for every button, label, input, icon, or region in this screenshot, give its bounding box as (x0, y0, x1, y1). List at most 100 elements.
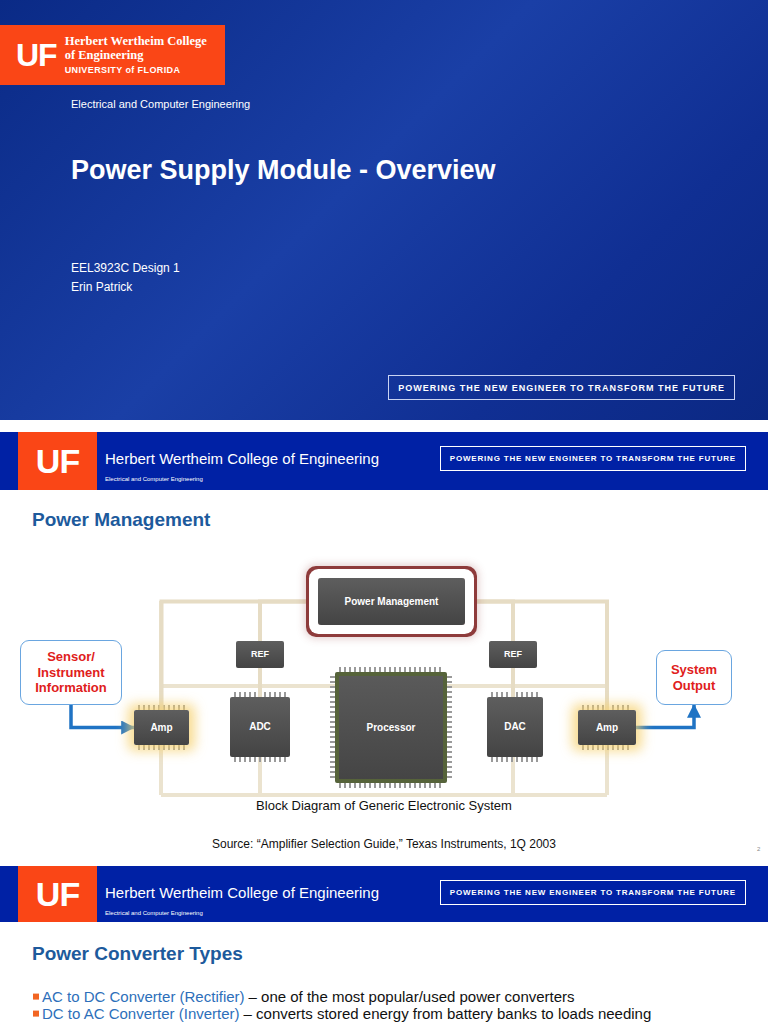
slide-heading: Power Converter Types (32, 943, 243, 965)
chip-pin (612, 745, 614, 750)
input-callout: Sensor/ Instrument Information (20, 640, 122, 705)
chip-pin (447, 766, 452, 768)
chip-pin (447, 771, 452, 773)
power-bus-line (260, 602, 318, 642)
board-traces (161, 601, 607, 795)
chip-pin (359, 783, 361, 788)
chip-pin (407, 625, 409, 630)
node-text: Herbert Wertheim College of Engineering (65, 35, 215, 63)
page-number: 2 (757, 846, 760, 853)
chip-pin (447, 701, 452, 703)
chip-pin (627, 745, 629, 750)
chip-pin (357, 625, 359, 630)
chip-pin (447, 761, 452, 763)
bullet-marker (33, 994, 39, 1000)
chip-pin (143, 745, 145, 750)
chip-pin (531, 757, 533, 762)
chip-pin (511, 757, 513, 762)
node-text: REF (239, 649, 281, 660)
chip-pin (234, 757, 236, 762)
chip-pin (384, 783, 386, 788)
chip-pin (516, 757, 518, 762)
chip-pin (279, 757, 281, 762)
node-text: POWERING THE NEW ENGINEER TO TRANSFORM T… (398, 383, 725, 393)
node-text: Sensor/ Instrument Information (25, 649, 117, 696)
node-text: UF (36, 875, 79, 914)
chip-pin (447, 776, 452, 778)
node-text: DAC (490, 721, 540, 733)
chip-pin (332, 625, 334, 630)
output-callout: System Output (656, 650, 732, 705)
chip-pin (362, 625, 364, 630)
chip-pin (397, 625, 399, 630)
reference-chip: REF (489, 641, 537, 668)
chip-pin (349, 783, 351, 788)
reference-chip: REF (236, 641, 284, 668)
chip-pin (367, 625, 369, 630)
slide-heading: Power Management (32, 509, 210, 531)
university-logo: UFHerbert Wertheim College of Engineerin… (0, 25, 225, 85)
chip-pin (447, 721, 452, 723)
bullet-term: DC to AC Converter (Inverter) (42, 1005, 240, 1022)
chip-pin (269, 757, 271, 762)
chip-pin (447, 726, 452, 728)
chip-pin (422, 625, 424, 630)
chip-pin (602, 745, 604, 750)
department-name: Electrical and Computer Engineering (105, 476, 203, 483)
chip-pin (264, 757, 266, 762)
chip-pin (387, 625, 389, 630)
chip-pin (239, 757, 241, 762)
chip-pin (447, 691, 452, 693)
chip-pin (582, 745, 584, 750)
chip-pin (447, 736, 452, 738)
chip-pin (249, 757, 251, 762)
node-text: POWERING THE NEW ENGINEER TO TRANSFORM T… (450, 454, 736, 463)
chip-pin (501, 757, 503, 762)
chip-pin (168, 745, 170, 750)
chip-pin (447, 746, 452, 748)
chip-pin (427, 625, 429, 630)
chip-pin (414, 783, 416, 788)
node-text: Power Management (321, 596, 462, 608)
chip-pin (597, 745, 599, 750)
chip-pin (442, 625, 444, 630)
chip-pin (447, 706, 452, 708)
uf-logo-mark: UF (18, 432, 97, 490)
course-code: EEL3923C Design 1 (71, 262, 180, 276)
chip-pin (392, 625, 394, 630)
chip-pin (447, 711, 452, 713)
node-text: Processor (342, 722, 440, 734)
source-note: Source: “Amplifier Selection Guide,” Tex… (0, 838, 768, 852)
signal-arrow (636, 705, 694, 728)
chip-pin (163, 745, 165, 750)
chip-pin (354, 783, 356, 788)
department-name: Electrical and Computer Engineering (105, 910, 203, 917)
chip-pin (536, 757, 538, 762)
power-bus-line (511, 668, 515, 697)
node-text: Amp (581, 722, 633, 734)
node-text: REF (492, 649, 534, 660)
chip-pin (284, 757, 286, 762)
chip-pin (447, 756, 452, 758)
figure-caption: Block Diagram of Generic Electronic Syst… (0, 799, 768, 814)
power-management-chip: Power Management (318, 578, 465, 625)
bullet-term: AC to DC Converter (Rectifier) (42, 988, 245, 1005)
chip-pin (153, 745, 155, 750)
chip-pin (457, 625, 459, 630)
processor-chip: Processor (335, 672, 447, 783)
chip-pin (447, 731, 452, 733)
chip-pin (377, 625, 379, 630)
chip-pin (369, 783, 371, 788)
power-bus-line (465, 602, 607, 711)
chip-pin (337, 625, 339, 630)
tagline-box: POWERING THE NEW ENGINEER TO TRANSFORM T… (440, 446, 746, 471)
chip-pin (419, 783, 421, 788)
chip-pin (447, 681, 452, 683)
chip-pin (447, 676, 452, 678)
amplifier-chip: Amp (578, 710, 636, 745)
chip-pin (432, 625, 434, 630)
power-bus-line (162, 602, 319, 711)
chip-pin (439, 783, 441, 788)
node-text: System Output (661, 662, 727, 693)
